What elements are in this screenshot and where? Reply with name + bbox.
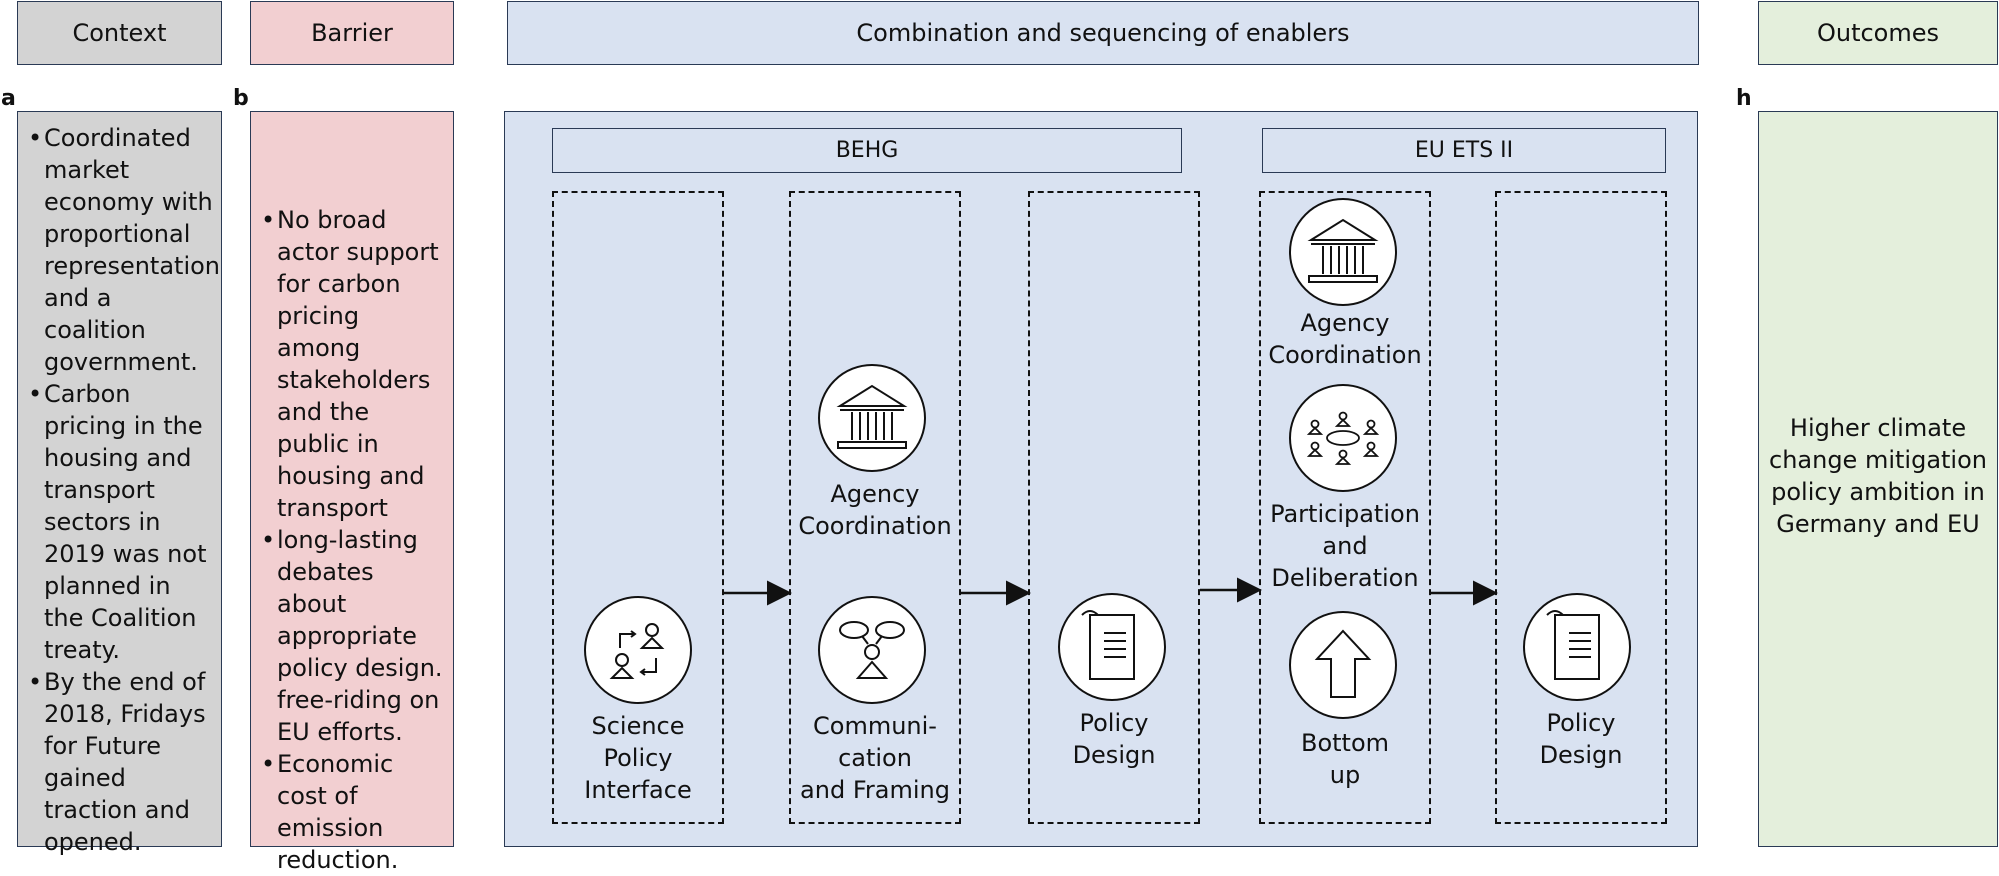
enablers-header: Combination and sequencing of enablers bbox=[507, 1, 1699, 65]
label-policy-design-g: Policy Design bbox=[1495, 707, 1667, 771]
label-line: Design bbox=[1539, 741, 1623, 769]
panel-letter-b: b bbox=[233, 86, 249, 111]
institution-icon bbox=[818, 364, 926, 472]
outcome-line: policy ambition in bbox=[1771, 478, 1985, 506]
label-communication-framing: Communi- cation and Framing bbox=[789, 710, 961, 806]
document-icon bbox=[1058, 593, 1166, 701]
behg-group-label: BEHG bbox=[835, 138, 899, 163]
barrier-item: long-lasting debates about appropriate p… bbox=[261, 524, 447, 748]
label-line: Communi- bbox=[813, 712, 937, 740]
outcome-line: change mitigation bbox=[1769, 446, 1987, 474]
label-participation-deliberation: Participation and Deliberation bbox=[1259, 498, 1431, 594]
label-line: Agency bbox=[830, 480, 920, 508]
barrier-header: Barrier bbox=[250, 1, 454, 65]
label-line: Policy bbox=[1546, 709, 1616, 737]
label-line: Deliberation bbox=[1271, 564, 1419, 592]
label-line: Science bbox=[591, 712, 685, 740]
label-line: and bbox=[1322, 532, 1368, 560]
science-policy-icon bbox=[584, 596, 692, 704]
enablers-panel bbox=[504, 111, 1698, 847]
label-bottom-up: Bottom up bbox=[1259, 727, 1431, 791]
barrier-list: No broad actor support for carbon pricin… bbox=[261, 204, 447, 876]
label-line: Agency bbox=[1300, 309, 1390, 337]
context-header-label: Context bbox=[72, 19, 167, 47]
institution-icon bbox=[1289, 198, 1397, 306]
enabler-column-e bbox=[1028, 191, 1200, 824]
document-icon bbox=[1523, 593, 1631, 701]
enabler-column-f bbox=[1259, 191, 1431, 824]
label-line: Coordination bbox=[1268, 341, 1422, 369]
outcomes-header-label: Outcomes bbox=[1816, 19, 1940, 47]
outcome-line: Higher climate bbox=[1789, 414, 1967, 442]
label-line: Participation bbox=[1270, 500, 1420, 528]
barrier-panel: No broad actor support for carbon pricin… bbox=[250, 111, 454, 874]
label-agency-coordination-d: Agency Coordination bbox=[789, 478, 961, 542]
outcome-line: Germany and EU bbox=[1776, 510, 1980, 538]
eu-ets-group-label: EU ETS II bbox=[1414, 138, 1514, 163]
label-policy-design-e: Policy Design bbox=[1028, 707, 1200, 771]
communication-icon bbox=[818, 596, 926, 704]
enabler-column-g bbox=[1495, 191, 1667, 824]
enablers-header-label: Combination and sequencing of enablers bbox=[856, 19, 1350, 47]
label-line: Coordination bbox=[798, 512, 952, 540]
outcomes-header: Outcomes bbox=[1758, 1, 1998, 65]
eu-ets-group-header: EU ETS II bbox=[1262, 128, 1666, 173]
label-line: Policy bbox=[603, 744, 673, 772]
label-line: Policy bbox=[1079, 709, 1149, 737]
label-line: up bbox=[1329, 761, 1361, 789]
label-science-policy: Science Policy Interface bbox=[552, 710, 724, 806]
label-line: Design bbox=[1072, 741, 1156, 769]
barrier-item: No broad actor support for carbon pricin… bbox=[261, 204, 447, 524]
sequence-arrows bbox=[724, 577, 1498, 606]
outcomes-panel: Higher climate change mitigation policy … bbox=[1758, 111, 1998, 847]
label-line: Interface bbox=[584, 776, 692, 804]
outcome-text: Higher climate change mitigation policy … bbox=[1759, 412, 1997, 540]
context-header: Context bbox=[17, 1, 222, 65]
label-line: Bottom bbox=[1300, 729, 1390, 757]
label-line: and Framing bbox=[800, 776, 950, 804]
behg-group-header: BEHG bbox=[552, 128, 1182, 173]
context-item: Coordinated market economy with proporti… bbox=[28, 122, 220, 378]
label-agency-coordination-f: Agency Coordination bbox=[1259, 307, 1431, 371]
round-table-icon bbox=[1289, 384, 1397, 492]
enabler-column-c bbox=[552, 191, 724, 824]
up-arrow-icon bbox=[1289, 611, 1397, 719]
context-item: Carbon pricing in the housing and transp… bbox=[28, 378, 214, 666]
label-line: cation bbox=[838, 744, 912, 772]
barrier-header-label: Barrier bbox=[311, 19, 393, 47]
panel-letter-a: a bbox=[1, 86, 16, 111]
enabler-column-d bbox=[789, 191, 961, 824]
panel-letter-h: h bbox=[1736, 86, 1752, 111]
